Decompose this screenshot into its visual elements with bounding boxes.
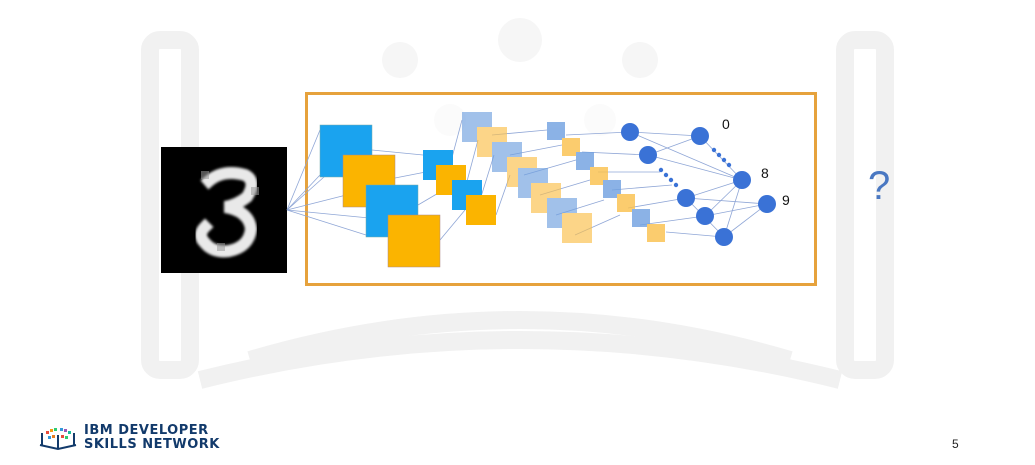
feature-map: [562, 213, 592, 243]
neuron-node: [639, 146, 657, 164]
ellipsis-dot: [726, 162, 732, 168]
feature-map: [632, 209, 650, 227]
neuron-node: [621, 123, 639, 141]
conv-layer-1: [319, 124, 441, 268]
fc-layer-1: [621, 123, 733, 246]
ellipsis-dot: [663, 172, 669, 178]
neuron-node: [715, 228, 733, 246]
output-layer: [691, 127, 776, 213]
ellipsis-dot: [711, 147, 717, 153]
feature-map: [647, 224, 665, 242]
ellipsis-dot: [716, 152, 722, 158]
output-node: [758, 195, 776, 213]
brand-logo: IBM DEVELOPER SKILLS NETWORK: [38, 424, 220, 452]
question-mark: ?: [868, 164, 891, 208]
ellipsis-dot: [673, 182, 679, 188]
brand-line-1: IBM DEVELOPER: [84, 423, 209, 438]
feature-map: [603, 180, 621, 198]
digit-three-drawing: [195, 167, 259, 258]
feature-map: [466, 195, 496, 225]
conv-layer-3: [462, 112, 592, 243]
ellipsis-dot: [658, 167, 664, 173]
neuron-node: [696, 207, 714, 225]
output-label-first: 0: [722, 116, 730, 132]
feature-map: [576, 152, 594, 170]
neuron-node: [677, 189, 695, 207]
feature-map: [387, 214, 441, 268]
input-connections: [286, 119, 768, 241]
conv-layer-2: [423, 150, 496, 225]
feature-map: [562, 138, 580, 156]
feature-map: [617, 194, 635, 212]
feature-map: [547, 122, 565, 140]
ellipsis-dot: [668, 177, 674, 183]
output-label-second: 8: [761, 165, 769, 181]
brand-name: IBM DEVELOPER SKILLS NETWORK: [84, 424, 220, 452]
output-node: [733, 171, 751, 189]
input-digit-image: [161, 147, 287, 273]
brand-line-2: SKILLS NETWORK: [84, 437, 220, 452]
ellipsis-dot: [721, 157, 727, 163]
output-node: [691, 127, 709, 145]
conv-layer-4: [547, 122, 665, 242]
output-label-third: 9: [782, 192, 790, 208]
page-number: 5: [952, 437, 959, 451]
book-logo-icon: [39, 428, 77, 451]
